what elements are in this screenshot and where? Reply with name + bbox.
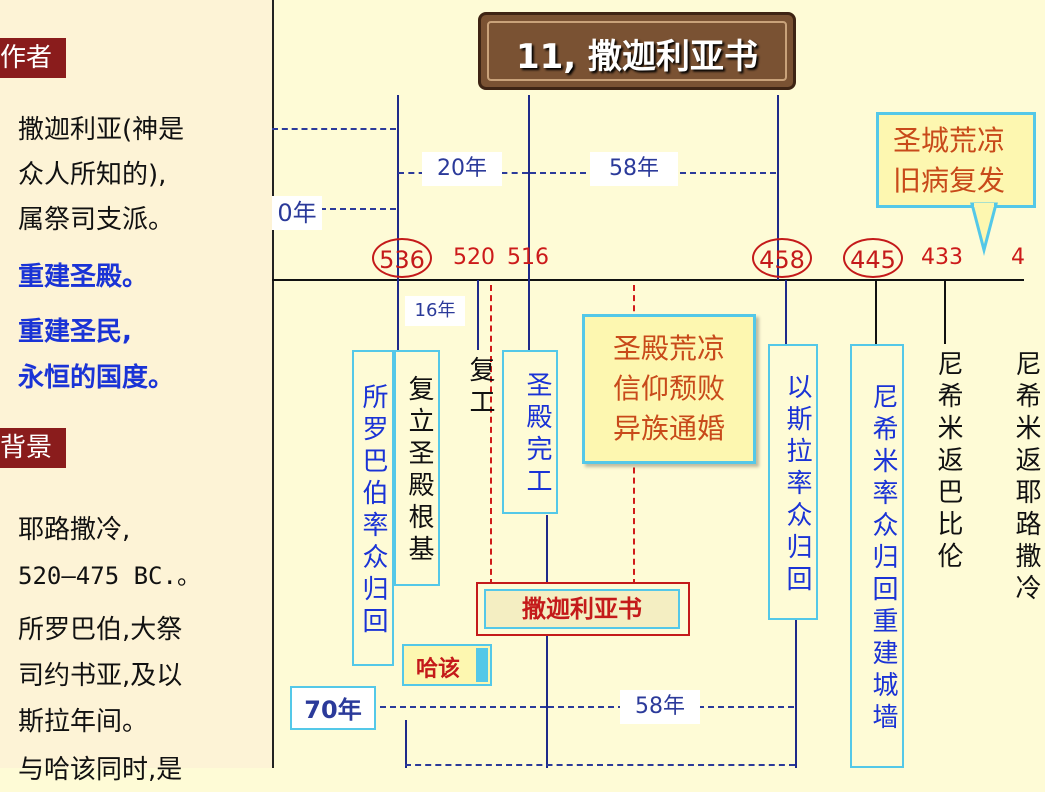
duration-58-bottom: 58年 [620, 690, 700, 724]
purpose-line-2: 重建圣民, [18, 317, 132, 347]
left-panel: 作者 撒迦利亚(神是 众人所知的), 属祭司支派。 重建圣殿。 重建圣民, 永恒… [0, 0, 274, 785]
haggai-text: 哈该 [416, 657, 461, 682]
callout-city-desolate: 圣城荒凉 旧病复发 [876, 112, 1036, 208]
background-line-6: 与哈该同时,是 [18, 755, 183, 785]
event-ezra: 以斯拉率众归回 [768, 344, 818, 620]
background-line-5: 斯拉年间。 [18, 707, 149, 737]
event-temple-done: 圣殿完工 [502, 350, 558, 514]
author-line-2: 众人所知的), [18, 160, 167, 190]
tick-down-458 [785, 280, 787, 344]
tick-line-458 [777, 95, 779, 280]
span-arrow-70-bottom [380, 706, 546, 708]
tick-down-536 [397, 280, 399, 350]
timeline-axis [272, 279, 1024, 281]
duration-70-left: 0年 [272, 196, 322, 230]
author-line-1: 撒迦利亚(神是 [18, 115, 185, 145]
year-445-circle: 445 [843, 238, 903, 278]
lower-line-536 [405, 720, 407, 768]
callout-temple-line-1: 圣殿荒凉 [612, 332, 725, 365]
zechariah-book-box: 撒迦利亚书 [476, 582, 690, 636]
event-zerubbabel: 所罗巴伯率众归回 [352, 350, 394, 666]
tick-down-433 [944, 280, 946, 344]
author-line-3: 属祭司支派。 [18, 205, 175, 235]
background-tag: 背景 [0, 428, 66, 468]
event-resume: 复工 [465, 356, 495, 420]
tick-line-516 [528, 95, 530, 280]
background-line-4: 司约书亚,及以 [18, 661, 183, 691]
background-line-3: 所罗巴伯,大祭 [18, 615, 183, 645]
callout-city-line-1: 圣城荒凉 [893, 124, 1006, 157]
span-arrow-top-left [272, 128, 396, 130]
callout-city-line-2: 旧病复发 [893, 164, 1006, 197]
purpose-line-1: 重建圣殿。 [18, 262, 149, 292]
year-458-circle: 458 [752, 238, 812, 278]
tick-down-445 [875, 280, 877, 344]
duration-16: 16年 [405, 296, 465, 326]
duration-70-bottom: 70年 [290, 686, 376, 730]
haggai-bar [476, 648, 488, 682]
year-520: 520 [453, 245, 495, 270]
zechariah-book-label: 撒迦利亚书 [484, 589, 680, 629]
lower-line-516 [546, 515, 548, 768]
span-arrow-70-left [300, 208, 396, 210]
callout-temple-line-3: 异族通婚 [612, 412, 725, 445]
tick-line-536 [397, 95, 399, 280]
bubble-tail [970, 202, 998, 256]
page-title: 11, 撒迦利亚书 [515, 37, 759, 77]
haggai-book-label: 哈该 [402, 644, 492, 686]
background-line-2: 520—475 BC.。 [18, 562, 201, 590]
duration-58-top: 58年 [590, 152, 678, 186]
event-nehemiah: 尼希米率众归回重建城墙 [850, 344, 904, 768]
callout-temple-desolate: 圣殿荒凉 信仰颓败 异族通婚 [582, 314, 756, 464]
red-dash-line-zech [490, 285, 492, 585]
year-536-circle: 536 [372, 238, 432, 278]
event-nehemiah-return: 尼希米返巴比伦 [933, 350, 963, 574]
callout-temple-line-2: 信仰颓败 [612, 372, 725, 405]
lower-line-458 [795, 620, 797, 768]
duration-20: 20年 [422, 152, 502, 186]
span-arrow-bottom [405, 764, 795, 766]
year-516: 516 [507, 245, 549, 270]
background-line-1: 耶路撒冷, [18, 515, 131, 545]
event-foundation: 复立圣殿根基 [394, 350, 440, 586]
tick-down-520 [477, 280, 479, 350]
author-tag: 作者 [0, 38, 66, 78]
purpose-line-3: 永恒的国度。 [18, 363, 175, 393]
tick-down-516 [528, 280, 530, 350]
year-partial: 4 [1011, 245, 1025, 270]
event-nehemiah-again: 尼希米返耶路撒冷 [1011, 350, 1041, 606]
year-433: 433 [921, 245, 963, 270]
title-plaque: 11, 撒迦利亚书 [478, 12, 796, 90]
